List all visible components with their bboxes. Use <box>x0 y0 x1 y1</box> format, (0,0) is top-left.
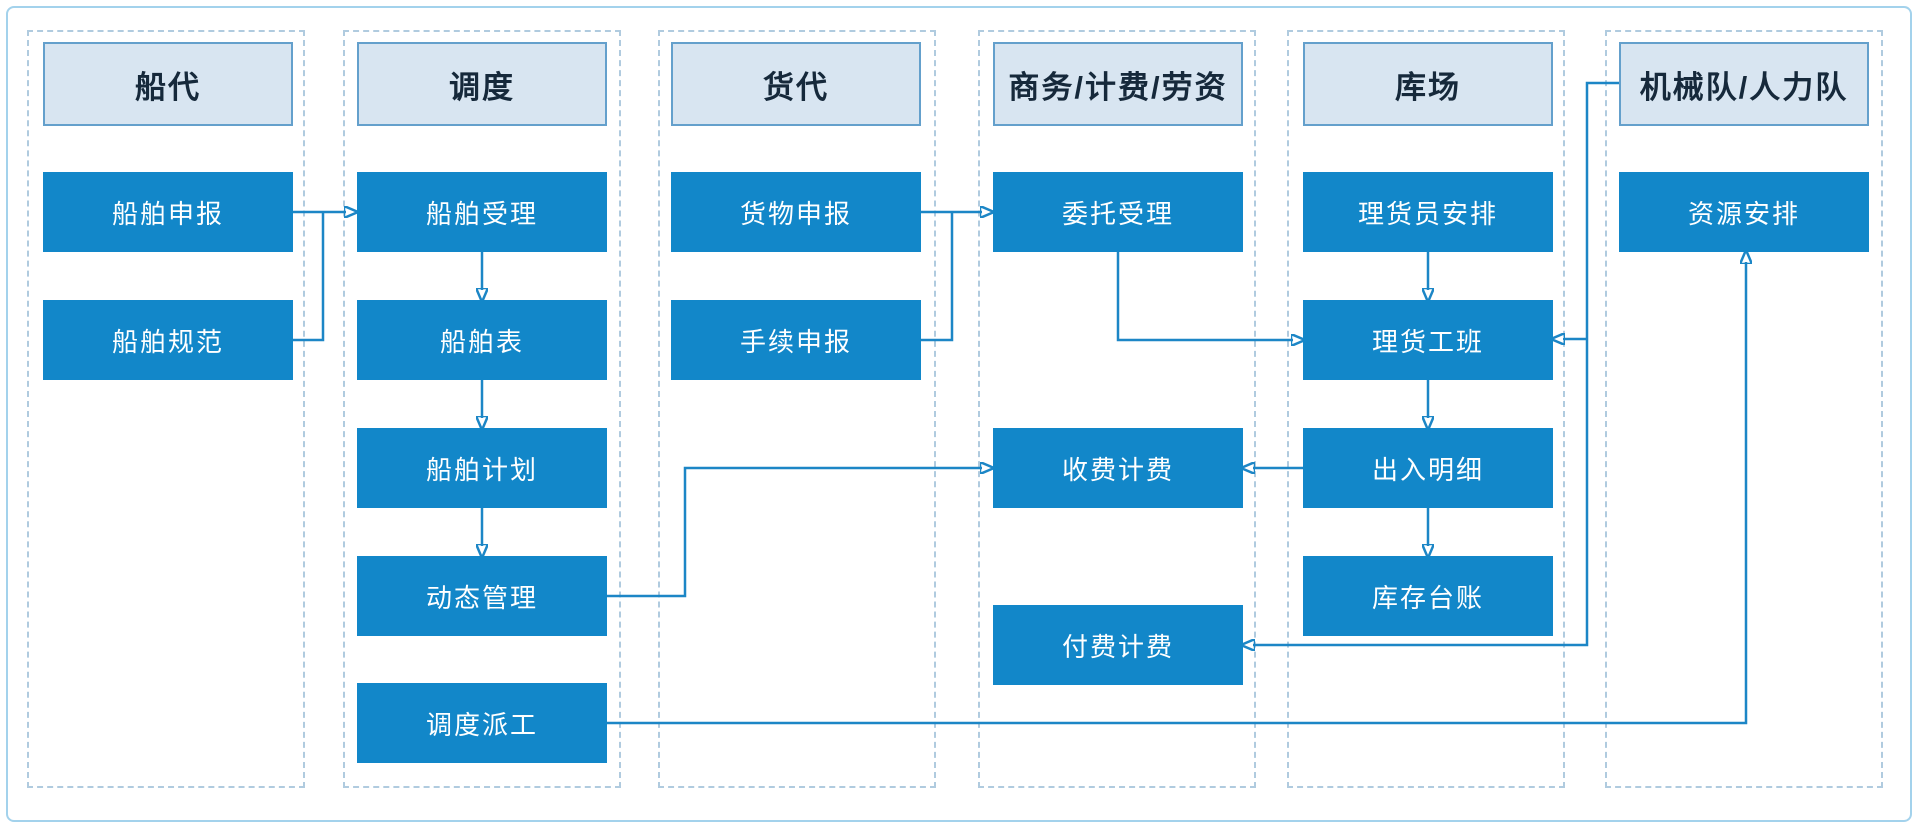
node-commission-acceptance: 委托受理 <box>993 172 1243 252</box>
lane-machinery-labor <box>1605 30 1883 788</box>
lane-freight-agent <box>658 30 936 788</box>
lane-header-dispatch: 调度 <box>357 42 607 126</box>
lane-ship-agent <box>27 30 305 788</box>
node-procedure-declaration: 手续申报 <box>671 300 921 380</box>
node-inout-details: 出入明细 <box>1303 428 1553 508</box>
node-dispatch-assignment: 调度派工 <box>357 683 607 763</box>
node-tally-arrangement: 理货员安排 <box>1303 172 1553 252</box>
node-ship-table: 船舶表 <box>357 300 607 380</box>
node-inventory-ledger: 库存台账 <box>1303 556 1553 636</box>
lane-header-commerce-billing: 商务/计费/劳资 <box>993 42 1243 126</box>
lane-header-yard: 库场 <box>1303 42 1553 126</box>
lane-yard <box>1287 30 1565 788</box>
node-ship-acceptance: 船舶受理 <box>357 172 607 252</box>
node-charge-billing: 收费计费 <box>993 428 1243 508</box>
node-tally-shift: 理货工班 <box>1303 300 1553 380</box>
node-cargo-declaration: 货物申报 <box>671 172 921 252</box>
node-dynamic-management: 动态管理 <box>357 556 607 636</box>
lane-header-machinery-labor: 机械队/人力队 <box>1619 42 1869 126</box>
node-ship-plan: 船舶计划 <box>357 428 607 508</box>
node-ship-specification: 船舶规范 <box>43 300 293 380</box>
lane-dispatch <box>343 30 621 788</box>
lane-header-freight-agent: 货代 <box>671 42 921 126</box>
node-ship-declaration: 船舶申报 <box>43 172 293 252</box>
node-payment-billing: 付费计费 <box>993 605 1243 685</box>
lane-header-ship-agent: 船代 <box>43 42 293 126</box>
node-resource-arrangement: 资源安排 <box>1619 172 1869 252</box>
outer-frame <box>6 6 1912 822</box>
